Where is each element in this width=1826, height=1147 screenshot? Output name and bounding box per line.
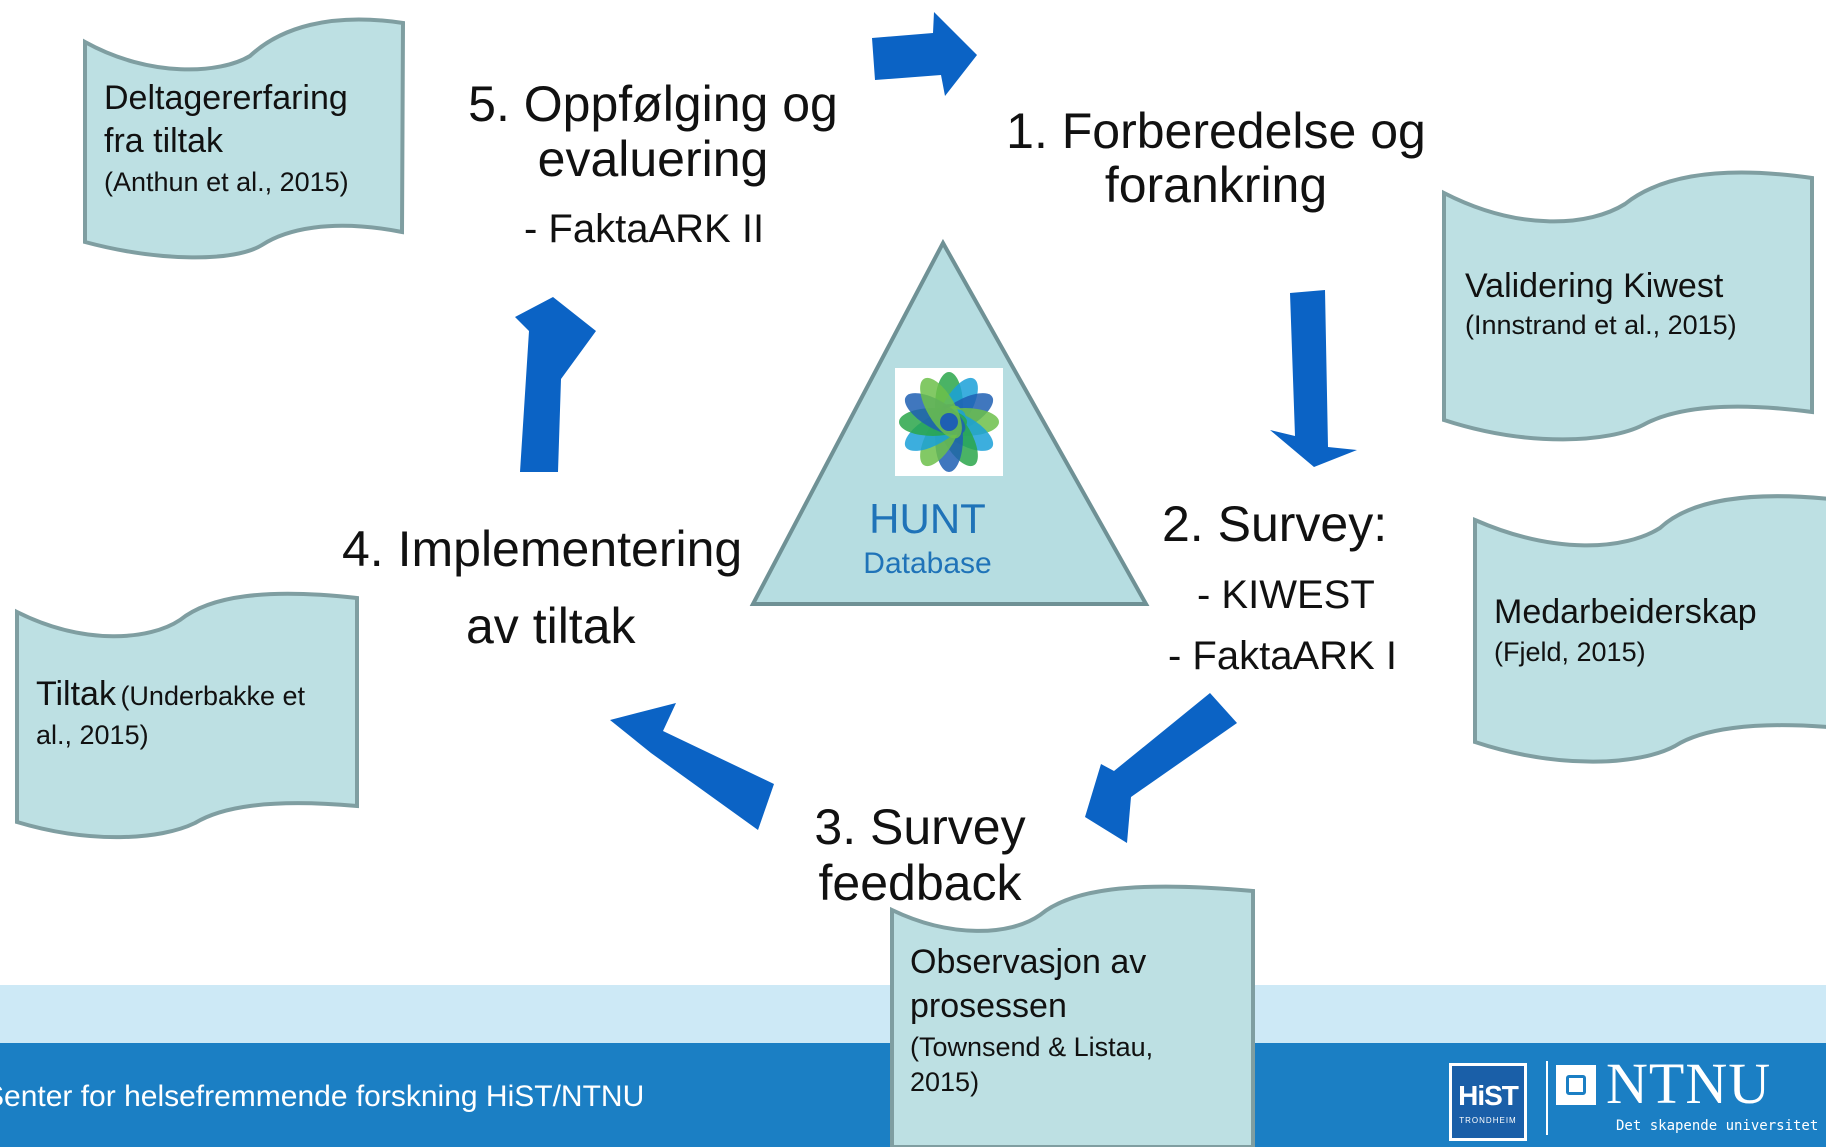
scroll-deltager (83, 17, 406, 260)
scroll-medarbeider (1473, 494, 1826, 764)
note-deltager-cite: (Anthun et al., 2015) (104, 167, 349, 197)
hunt-flower-logo-icon (899, 372, 999, 472)
step-2-title: 2. Survey: (1162, 496, 1388, 552)
logo-divider (1546, 1061, 1548, 1135)
scroll-tiltak (15, 591, 359, 840)
step-5-title-line1: 5. Oppfølging og (468, 76, 838, 132)
hunt-subtitle: Database (863, 547, 992, 580)
note-deltager-line1: Deltagererfaring (104, 79, 348, 117)
arrow-4-to-5 (515, 297, 596, 472)
note-validering-cite: (Innstrand et al., 2015) (1465, 310, 1737, 340)
ntnu-square-icon (1556, 1065, 1596, 1105)
note-observasjon-cite-line2: 2015) (910, 1067, 980, 1097)
note-tiltak-cite-part1: (Underbakke et (120, 681, 306, 711)
step-2-item-kiwest: - KIWEST (1197, 573, 1375, 617)
arrow-5-to-1 (872, 12, 977, 96)
note-observasjon-line1: Observasjon av (910, 943, 1147, 981)
hunt-logo (895, 368, 1003, 476)
step-5-item: - FaktaARK II (524, 207, 765, 251)
hist-logo-text: HiST (1458, 1080, 1519, 1111)
step-3-title-line2: feedback (818, 855, 1022, 911)
step-4-title-line2: av tiltak (466, 598, 636, 654)
note-tiltak-text: Tiltak (36, 675, 116, 713)
note-validering-text: Validering Kiwest (1465, 267, 1724, 305)
step-3-title-line1: 3. Survey (814, 799, 1026, 855)
note-observasjon-cite-line1: (Townsend & Listau, (910, 1032, 1154, 1062)
footer-text: Senter for helsefremmende forskning HiST… (0, 1080, 645, 1113)
step-5-title-line2: evaluering (537, 131, 769, 187)
arrow-1-to-2 (1270, 290, 1357, 467)
note-deltager-line2: fra tiltak (104, 122, 224, 160)
arrow-3-to-4 (610, 703, 774, 830)
step-1-title-line2: forankring (1104, 157, 1328, 213)
hunt-title: HUNT (869, 495, 986, 542)
note-medarbeider-text: Medarbeiderskap (1494, 593, 1757, 631)
scroll-observasjon (890, 884, 1255, 1147)
hist-logo: HiST TRONDHEIM (1449, 1063, 1527, 1141)
step-2-item-faktaark: - FaktaARK I (1168, 634, 1397, 678)
hist-logo-subtext: TRONDHEIM (1459, 1116, 1517, 1125)
note-tiltak-line1: Tiltak (Underbakke et (36, 673, 305, 716)
note-medarbeider-cite: (Fjeld, 2015) (1494, 637, 1646, 667)
note-observasjon-line2: prosessen (910, 987, 1067, 1025)
arrow-2-to-3 (1085, 693, 1237, 843)
step-4-title-line1: 4. Implementering (342, 521, 743, 577)
ntnu-tagline: Det skapende universitet (1616, 1118, 1819, 1134)
scroll-validering (1442, 170, 1814, 442)
note-tiltak-cite-part2: al., 2015) (36, 720, 149, 750)
ntnu-logo: NTNU (1606, 1051, 1772, 1116)
step-1-title-line1: 1. Forberedelse og (1006, 103, 1426, 159)
